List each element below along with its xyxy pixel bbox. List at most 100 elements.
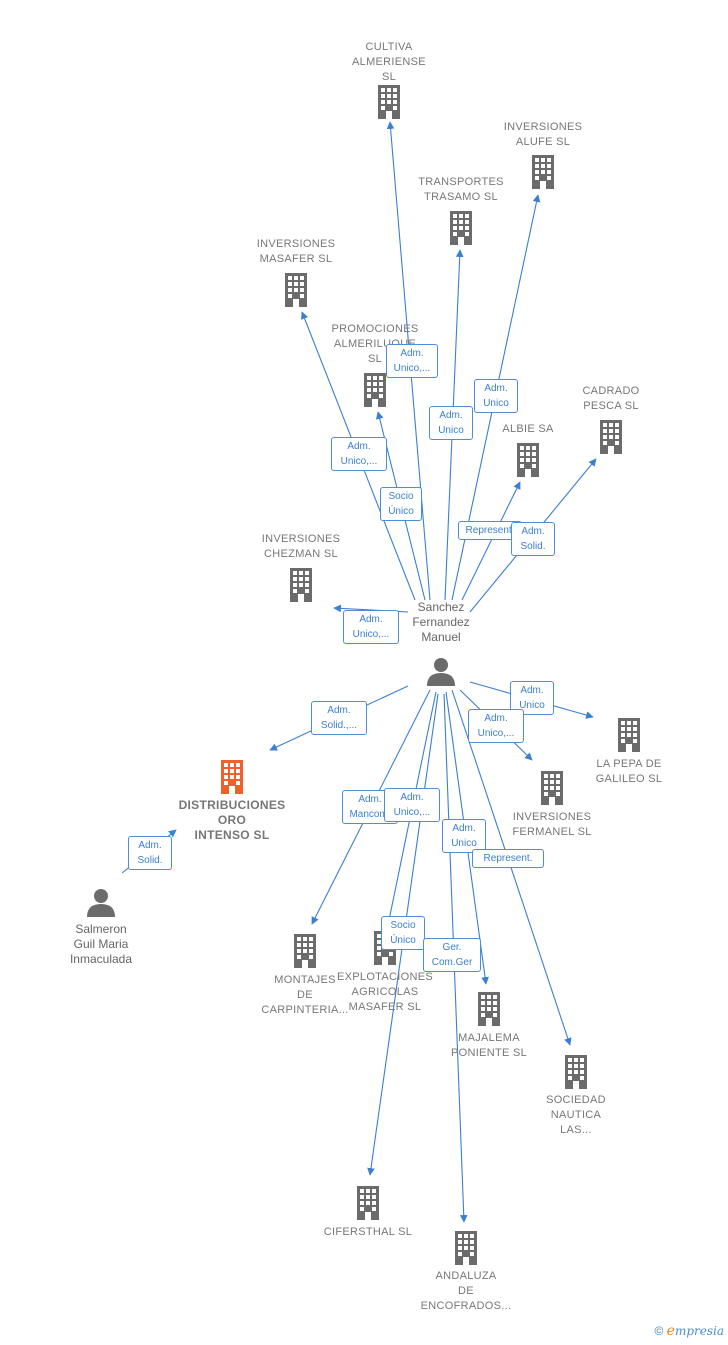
company-label-line: MASAFER SL xyxy=(259,253,333,265)
relation-label-line: Adm. xyxy=(484,713,508,724)
person-label-line: Sanchez xyxy=(417,600,465,614)
company-label-line: CADRADO xyxy=(582,385,640,397)
company-building-icon-cadrado[interactable] xyxy=(600,420,622,454)
company-building-icon-pepa[interactable] xyxy=(618,718,640,752)
copyright-symbol: © xyxy=(654,1324,664,1338)
relation-label-sociedad[interactable]: Represent. xyxy=(472,849,544,868)
relation-label-line: Adm. xyxy=(439,410,463,421)
relation-label-cultiva[interactable]: Adm.Unico,... xyxy=(386,344,438,378)
relation-label-majalema[interactable]: Adm. Unico xyxy=(442,819,486,853)
company-label-line: CIFERSTHAL SL xyxy=(323,1226,413,1238)
company-building-icon-cultiva[interactable] xyxy=(378,85,400,119)
company-label-line: ALBIE SA xyxy=(502,423,554,435)
company-label-cifersthal[interactable]: CIFERSTHAL SL xyxy=(298,1225,438,1240)
company-building-icon-promociones[interactable] xyxy=(364,373,386,407)
company-label-alufe[interactable]: INVERSIONES ALUFE SL xyxy=(473,120,613,150)
company-label-line: INTENSO SL xyxy=(194,828,270,842)
company-building-icon-trasamo[interactable] xyxy=(450,211,472,245)
relation-label-explotaciones[interactable]: Adm.Unico,... xyxy=(384,788,440,822)
relation-label-cadrado[interactable]: Adm.Solid. xyxy=(511,522,555,556)
relation-label-line: Único xyxy=(390,935,416,946)
company-label-line: DE xyxy=(458,1285,474,1297)
company-label-line: ALMERIENSE xyxy=(352,56,426,68)
company-building-icon-montajes[interactable] xyxy=(294,934,316,968)
relation-label-line: Adm. xyxy=(452,823,476,834)
relation-label-line: Socio xyxy=(390,920,416,931)
relation-label-line: Unico xyxy=(451,838,477,849)
company-label-line: LA PEPA DE xyxy=(596,758,662,770)
relation-label-trasamo[interactable]: Adm. Unico xyxy=(429,406,473,440)
relation-label-line: Adm. xyxy=(521,526,545,537)
relation-label-line: Ger. xyxy=(442,942,462,953)
company-building-icon-masafer[interactable] xyxy=(285,273,307,307)
relation-label-line: Único xyxy=(388,506,414,517)
relation-label-line: Com.Ger xyxy=(431,957,473,968)
company-building-icon-chezman[interactable] xyxy=(290,568,312,602)
relation-label-line: Unico,... xyxy=(477,728,515,739)
company-label-cadrado[interactable]: CADRADO PESCA SL xyxy=(541,384,681,414)
company-label-albie[interactable]: ALBIE SA xyxy=(458,422,598,437)
person-label-line: Inmaculada xyxy=(69,952,133,966)
company-label-line: ANDALUZA xyxy=(435,1270,497,1282)
relation-label-salmeron[interactable]: Adm.Solid. xyxy=(128,836,172,870)
company-label-line: INVERSIONES xyxy=(503,121,583,133)
company-building-icon-alufe[interactable] xyxy=(532,155,554,189)
edge-albie xyxy=(461,481,521,601)
company-label-line: SL xyxy=(381,71,397,83)
company-label-line: CARPINTERIA... xyxy=(261,1004,349,1016)
relation-label-line: Adm. xyxy=(359,614,383,625)
company-building-icon-distribuciones[interactable] xyxy=(221,760,243,794)
company-label-line: EXPLOTACIONES xyxy=(337,971,433,983)
company-building-icon-majalema[interactable] xyxy=(478,992,500,1026)
relation-label-line: Socio xyxy=(388,491,414,502)
company-building-icon-sociedad[interactable] xyxy=(565,1055,587,1089)
company-building-icon-albie[interactable] xyxy=(517,443,539,477)
relation-label-alufe[interactable]: Adm.Unico xyxy=(474,379,518,413)
relation-label-line: Adm. xyxy=(400,348,424,359)
relation-label-masafer[interactable]: Adm.Unico,... xyxy=(331,437,387,471)
person-label-line: Salmeron xyxy=(75,922,127,936)
relation-label-line: Unico xyxy=(438,425,464,436)
company-label-line: NAUTICA xyxy=(550,1109,602,1121)
relation-label-line: Adm. xyxy=(520,685,544,696)
company-label-line: CHEZMAN SL xyxy=(264,548,338,560)
company-building-icon-cifersthal[interactable] xyxy=(357,1186,379,1220)
relation-label-line: Adm. xyxy=(327,705,351,716)
company-label-line: SL xyxy=(367,353,383,365)
center-person-icon[interactable] xyxy=(427,658,455,686)
company-label-chezman[interactable]: INVERSIONES CHEZMAN SL xyxy=(231,532,371,562)
relation-label-fermanel[interactable]: Adm. Unico,... xyxy=(468,709,524,743)
relation-label-andaluza[interactable]: Ger. Com.Ger xyxy=(423,938,481,972)
relation-label-distribuciones[interactable]: Adm.Solid.,... xyxy=(311,701,367,735)
company-building-icon-andaluza[interactable] xyxy=(455,1231,477,1265)
relation-label-line: Unico xyxy=(519,700,545,711)
other-person-icon[interactable] xyxy=(87,889,115,917)
company-label-line: PROMOCIONES xyxy=(331,323,419,335)
relation-label-line: Unico,... xyxy=(393,807,431,818)
relation-label-line: Unico,... xyxy=(352,629,390,640)
company-label-line: AGRICOLAS xyxy=(351,986,419,998)
company-label-line: PONIENTE SL xyxy=(450,1047,528,1059)
company-label-line: DISTRIBUCIONES xyxy=(178,798,286,812)
company-label-line: PESCA SL xyxy=(583,400,639,412)
company-label-line: ALUFE SL xyxy=(515,136,571,148)
company-label-line: INVERSIONES xyxy=(261,533,341,545)
relation-label-chezman[interactable]: Adm. Unico,... xyxy=(343,610,399,644)
relation-label-line: Unico xyxy=(483,398,509,409)
